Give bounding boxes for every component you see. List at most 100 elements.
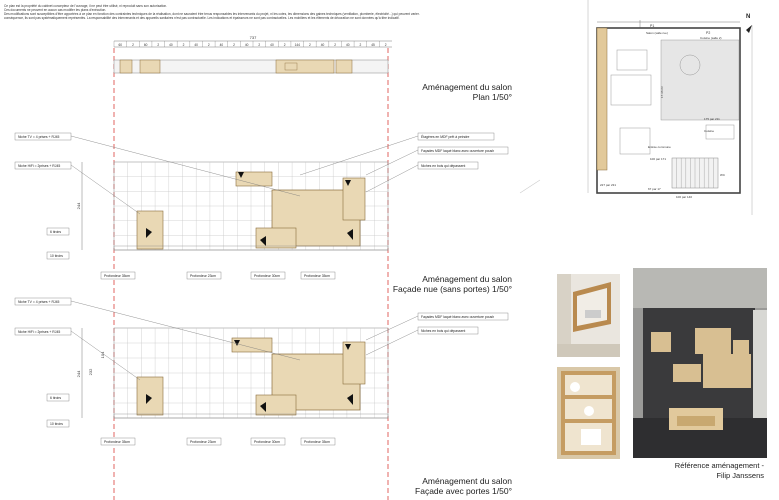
dimension-value: 144: [295, 43, 301, 47]
dimension-value: 2: [132, 43, 134, 47]
room-label: Cuisine: [704, 129, 714, 133]
arrow-marker: [146, 394, 152, 404]
floor-plan: P1 Salon (salle rue) P2 Cuisine (salle 2…: [587, 0, 753, 215]
height-dim: 232: [88, 368, 93, 375]
title-line-1: Aménagement du salon: [422, 274, 512, 284]
dimension-value: 2: [208, 43, 210, 47]
callouts-elevation-1: Niche TV = 4 prises + RJ45 Niche HiFi = …: [14, 132, 509, 280]
callout-facades-mdf: Façades MDF laqué blanc avec ouverture p…: [421, 315, 494, 319]
callout-prof-35b: Profondeur 35cm: [304, 274, 330, 278]
callout-tiroirs: 6 tiroirs: [50, 396, 61, 400]
niche-hifi-box: [136, 376, 164, 416]
arrow-marker: [146, 228, 152, 238]
elevation-facade-portes: 244 232 104: [76, 327, 389, 419]
wood-box: [342, 177, 366, 221]
dimension-value: 40: [321, 43, 325, 47]
arrow-marker: [345, 344, 351, 350]
arrow-marker: [260, 402, 266, 412]
room-caption: Salon (salle rue): [646, 31, 668, 35]
kitchen-area: [660, 39, 740, 121]
title-line-2: Façade avec portes 1/50°: [415, 486, 512, 496]
wood-box: [255, 227, 297, 249]
room-area: 17.36 m²: [660, 86, 664, 98]
dimension-value: 2: [360, 43, 362, 47]
dimension-value: 40: [220, 43, 224, 47]
reference-line-2: Filip Janssens: [716, 470, 764, 480]
height-dim: 244: [76, 202, 81, 209]
callout-niches-bois: Niches en bois qui dépassent: [421, 329, 465, 333]
separator-line: [519, 179, 541, 194]
wood-box: [342, 341, 366, 385]
callout-prof-30: Profondeur 30cm: [254, 440, 280, 444]
callout-prof-35: Profondeur 35cm: [104, 274, 130, 278]
disclaimer: Ce plan est la propriété du cabinet conc…: [4, 4, 464, 20]
dim-label: 227 par 231: [600, 183, 616, 187]
dimension-value: 40: [270, 43, 274, 47]
title-facade-nue: Aménagement du salon Façade nue (sans po…: [360, 274, 512, 294]
dimension-value: 2: [258, 43, 260, 47]
callout-tiroirs-10: 10 tiroirs: [50, 422, 63, 426]
wood-box: [231, 337, 273, 353]
dimension-value: 40: [169, 43, 173, 47]
callout-tiroirs: 6 tiroirs: [50, 230, 61, 234]
callout-niche-hifi: Niche HiFi = 2prises + RJ45: [18, 164, 60, 168]
title-line-2: Façade nue (sans portes) 1/50°: [392, 284, 512, 294]
plan-block: [119, 59, 133, 74]
room-caption: Cuisine (salle 2): [700, 36, 722, 40]
callout-niche-tv: Niche TV = 4 prises + RJ45: [18, 300, 60, 304]
title-plan: Aménagement du salon Plan 1/50°: [380, 82, 512, 102]
height-dim: 244: [76, 370, 81, 377]
arrow-marker: [238, 172, 244, 178]
title-line-2: Plan 1/50°: [472, 92, 512, 102]
plan-block: [275, 59, 335, 74]
height-dim: 104: [100, 351, 105, 358]
dimension-value: 2: [233, 43, 235, 47]
plan-block: [139, 59, 161, 74]
dimension-value: 2: [284, 43, 286, 47]
arrow-marker: [260, 236, 266, 246]
plan-view: [113, 59, 389, 74]
disclaimer-line: Des modifications sont susceptibles d'êt…: [4, 12, 420, 16]
callout-niche-hifi: Niche HiFi = 2prises + RJ45: [18, 330, 60, 334]
dimension-value: 2: [309, 43, 311, 47]
dimension-value: 60: [144, 43, 148, 47]
dimension-value: 2: [385, 43, 387, 47]
wood-box: [235, 171, 273, 187]
disclaimer-line: Ces documents ne peuvent en aucun cas mo…: [4, 8, 107, 12]
callout-niches-bois: Niches en bois qui dépassent: [421, 164, 465, 168]
dimension-value: 2: [183, 43, 185, 47]
callout-prof-35: Profondeur 35cm: [104, 440, 130, 444]
reference-photo-shelves: [557, 367, 620, 459]
callouts-elevation-2: Niche TV = 4 prises + RJ45 Niche HiFi = …: [14, 297, 509, 446]
dimension-value: 40: [245, 43, 249, 47]
north-arrow-icon: [746, 25, 752, 33]
dimension-value: 2: [157, 43, 159, 47]
room-label: WC: [720, 173, 726, 177]
reference-photo-niche: [557, 274, 620, 357]
elevation-facade-nue: 244: [76, 161, 389, 251]
title-line-1: Aménagement du salon: [422, 82, 512, 92]
arrow-marker: [234, 340, 240, 346]
niche-hifi-box: [136, 210, 164, 250]
callout-prof-23: Profondeur 23cm: [190, 274, 216, 278]
callout-tiroirs-10: 10 tiroirs: [50, 254, 63, 258]
reference-caption: Référence aménagement - Filip Janssens: [640, 461, 764, 480]
callout-facades-mdf: Façades MDF laqué blanc avec ouverture p…: [421, 149, 494, 153]
room-label: P1: [650, 24, 654, 28]
callout-niche-tv: Niche TV = 4 prises + RJ45: [18, 135, 60, 139]
callout-prof-23: Profondeur 23cm: [190, 440, 216, 444]
disclaimer-line: Ce plan est la propriété du cabinet conc…: [4, 4, 168, 8]
arrow-marker: [345, 180, 351, 186]
arrow-marker: [347, 394, 353, 405]
title-facade-portes: Aménagement du salon Façade avec portes …: [360, 476, 512, 496]
dimension-value: 40: [346, 43, 350, 47]
callout-prof-30: Profondeur 30cm: [254, 274, 280, 278]
dim-label: 67 par 17: [648, 187, 661, 191]
room-label: Entrée commune: [648, 145, 671, 149]
callout-prof-35b: Profondeur 35cm: [304, 440, 330, 444]
dimension-value: 2: [334, 43, 336, 47]
reference-line-1: Référence aménagement -: [674, 461, 764, 470]
wall-cabinet: [596, 27, 608, 171]
dimension-value: 40: [194, 43, 198, 47]
